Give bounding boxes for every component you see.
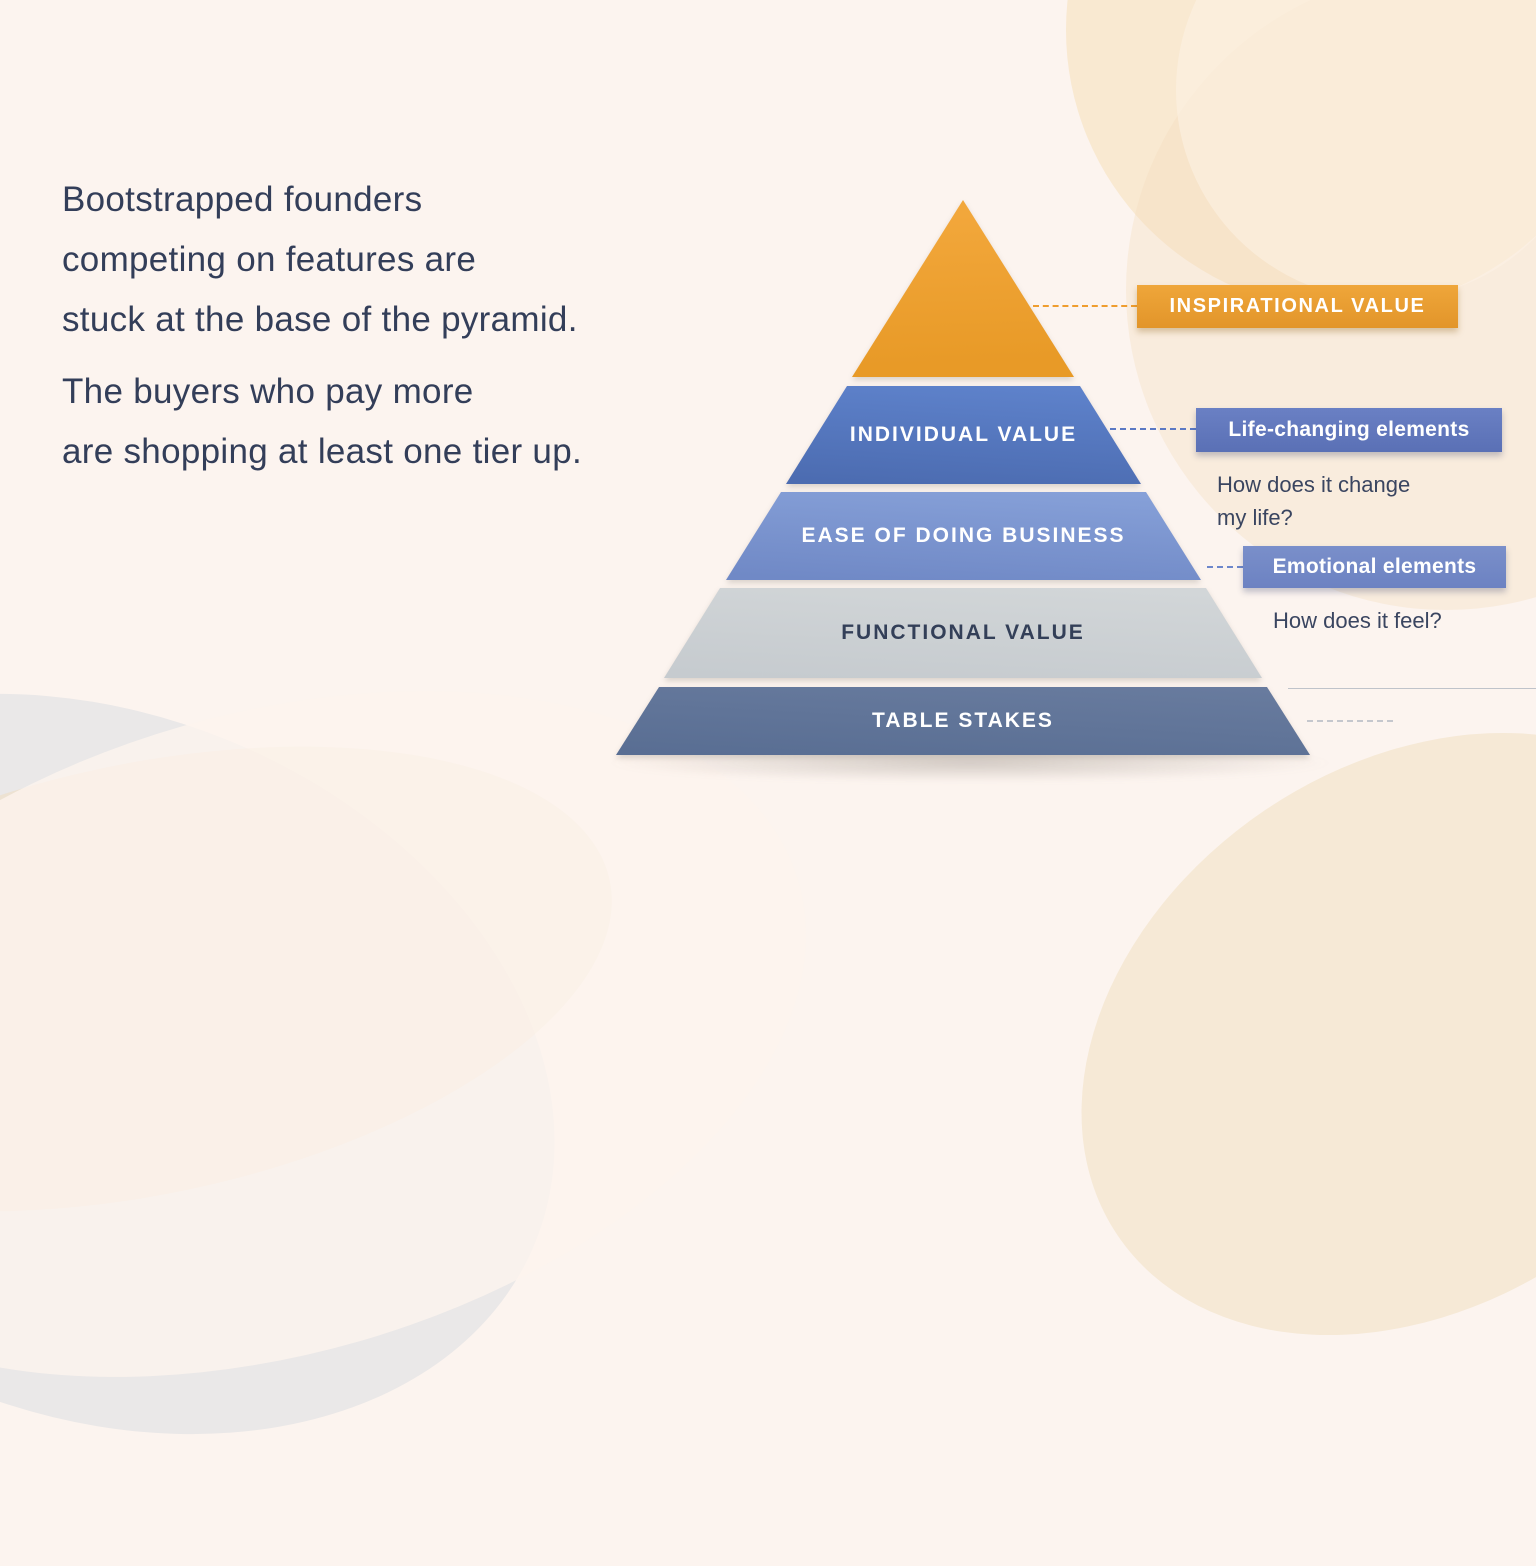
callout-emotional-label: Emotional elements xyxy=(1272,555,1477,578)
question-life-line1: How does it change xyxy=(1217,472,1411,497)
question-emotional: How does it feel? xyxy=(1273,604,1442,637)
tier-label-individual-value: INDIVIDUAL VALUE xyxy=(849,423,1078,446)
callout-inspirational-value: INSPIRATIONAL VALUE xyxy=(1137,285,1458,328)
pyramid-tier-inspirational-value xyxy=(852,200,1074,377)
intro-p1-line1: Bootstrapped founders xyxy=(62,180,423,219)
question-life-changing: How does it change my life? xyxy=(1217,468,1410,534)
connector-inspirational-dashed-line xyxy=(1033,305,1137,307)
intro-paragraph-1: Bootstrapped founders competing on featu… xyxy=(62,170,582,350)
tier-label-table-stakes: TABLE STAKES xyxy=(872,709,1054,732)
table-stakes-dashed-line xyxy=(1307,720,1393,722)
tier-label-ease-of-doing-business: EASE OF DOING BUSINESS xyxy=(801,524,1126,547)
callout-inspirational-label: INSPIRATIONAL VALUE xyxy=(1169,295,1426,317)
intro-p1-line2: competing on features are xyxy=(62,240,477,279)
decor-swoosh-bottom-left-tan xyxy=(0,669,655,1289)
decor-circle-top-right-inner xyxy=(1176,0,1536,300)
pyramid-tier-individual-value: INDIVIDUAL VALUE xyxy=(786,386,1141,484)
intro-p2-line1: The buyers who pay more xyxy=(62,372,474,411)
connector-life-changing-dashed-line xyxy=(1110,428,1196,430)
question-emotional-text: How does it feel? xyxy=(1273,608,1442,633)
callout-life-changing-elements: Life-changing elements xyxy=(1196,408,1502,452)
tier-label-functional-value: FUNCTIONAL VALUE xyxy=(841,621,1085,644)
intro-paragraph-2: The buyers who pay more are shopping at … xyxy=(62,362,582,482)
decor-swoosh-bottom-left-gray xyxy=(0,561,667,1566)
callout-emotional-elements: Emotional elements xyxy=(1243,546,1506,588)
pyramid-tier-functional-value: FUNCTIONAL VALUE xyxy=(664,588,1262,678)
intro-p1-line3: stuck at the base of the pyramid. xyxy=(62,300,578,339)
question-life-line2: my life? xyxy=(1217,505,1293,530)
pyramid-tier-table-stakes: TABLE STAKES xyxy=(616,687,1310,755)
callout-life-changing-label: Life-changing elements xyxy=(1228,418,1470,441)
intro-copy: Bootstrapped founders competing on featu… xyxy=(62,170,582,482)
intro-p2-line2: are shopping at least one tier up. xyxy=(62,432,582,471)
inspirational-value-triangle xyxy=(852,200,1074,377)
table-stakes-reference-line xyxy=(1288,688,1536,689)
decor-circle-top-right-outer xyxy=(1066,0,1536,310)
connector-emotional-dashed-line xyxy=(1207,566,1243,568)
pyramid-tier-ease-of-doing-business: EASE OF DOING BUSINESS xyxy=(726,492,1201,580)
